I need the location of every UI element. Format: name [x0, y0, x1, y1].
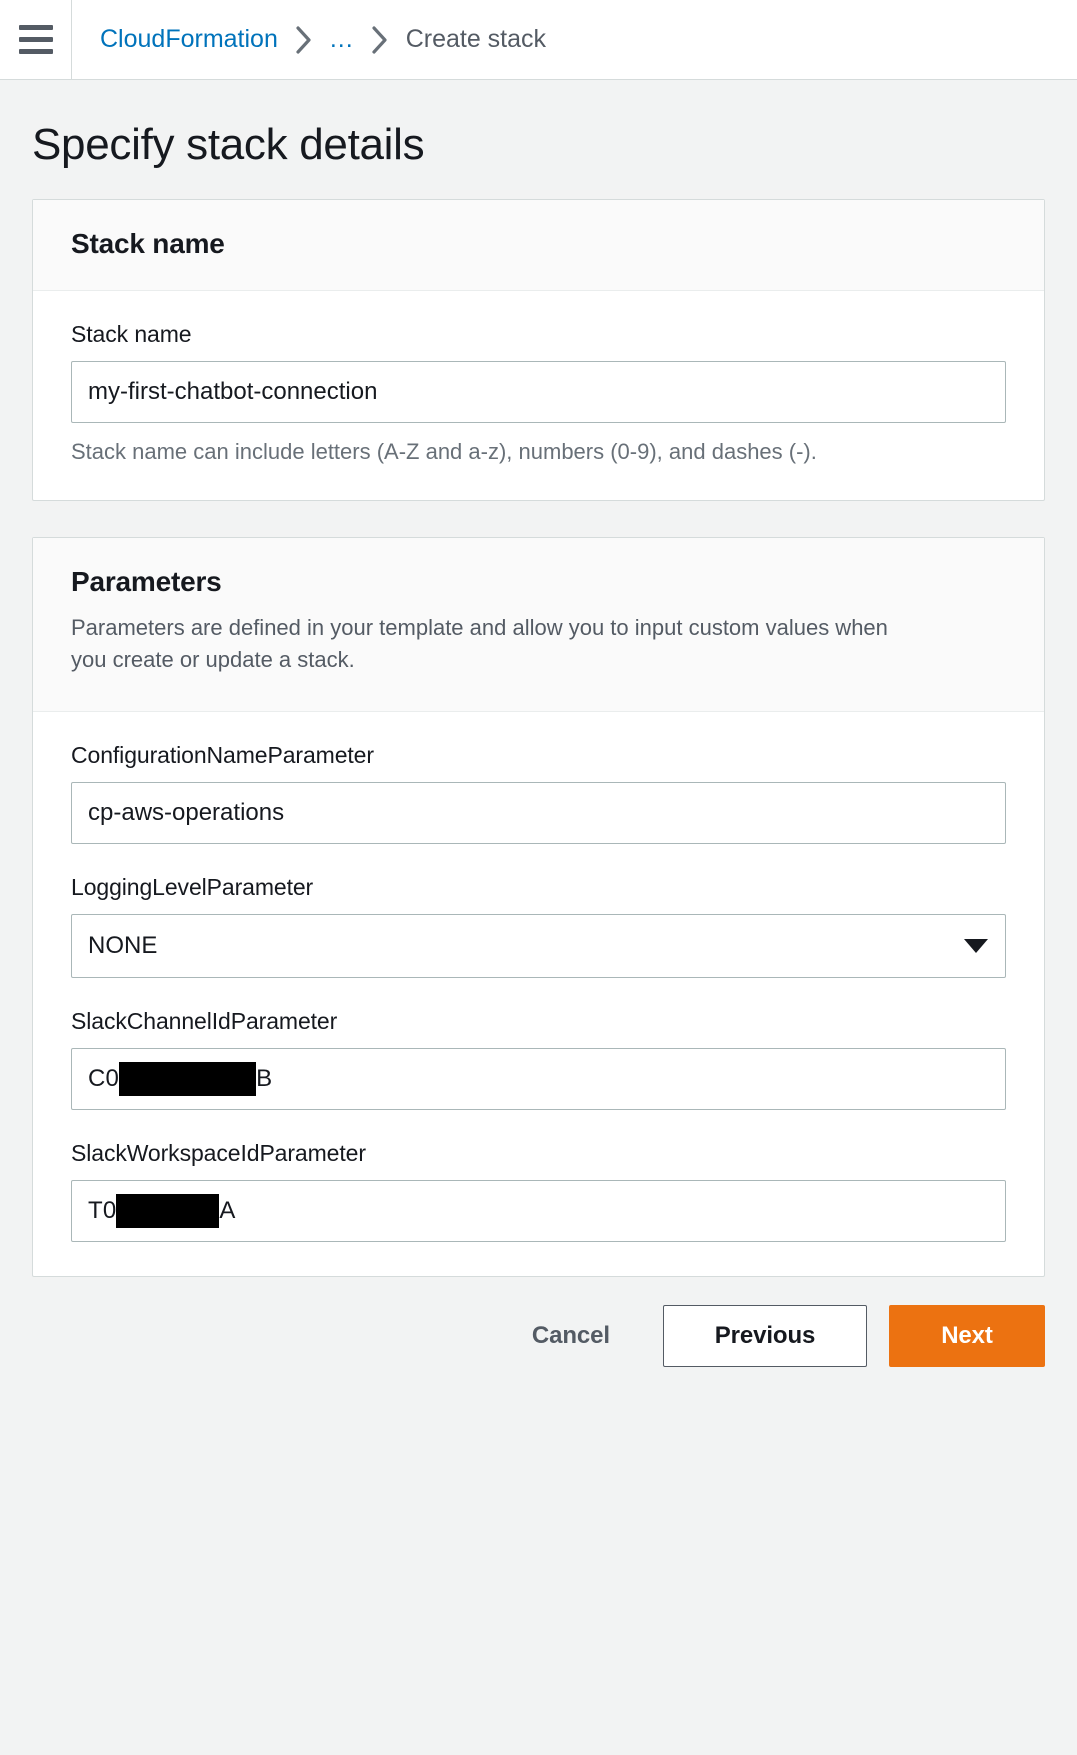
stack-name-card-header: Stack name — [33, 199, 1044, 291]
parameters-card-title: Parameters — [71, 566, 222, 598]
logging-level-parameter-field: LoggingLevelParameter NONE — [71, 874, 1006, 978]
parameters-card-header: Parameters Parameters are defined in you… — [33, 538, 1044, 712]
form-actions: Cancel Previous Next — [0, 1277, 1077, 1367]
slack-channel-id-prefix: C0 — [88, 1064, 120, 1092]
stack-name-card: Stack name Stack name Stack name can inc… — [32, 198, 1045, 502]
breadcrumb: CloudFormation ... Create stack — [72, 25, 546, 55]
page-content: Specify stack details Stack name Stack n… — [0, 80, 1077, 1755]
chevron-right-icon — [370, 25, 390, 55]
redaction-bar — [119, 1061, 257, 1096]
slack-channel-id-parameter-label: SlackChannelIdParameter — [71, 1007, 338, 1034]
stack-name-card-body: Stack name Stack name can include letter… — [33, 291, 1044, 501]
hamburger-bar — [18, 37, 53, 42]
stack-name-input[interactable] — [71, 360, 1006, 423]
slack-channel-id-value: C0 B — [88, 1061, 273, 1096]
stack-name-hint: Stack name can include letters (A-Z and … — [71, 438, 817, 464]
slack-channel-id-suffix: B — [256, 1064, 273, 1092]
hamburger-menu-icon[interactable] — [0, 0, 72, 80]
parameters-card: Parameters Parameters are defined in you… — [32, 537, 1045, 1277]
parameters-card-body: ConfigurationNameParameter LoggingLevelP… — [33, 712, 1044, 1276]
slack-workspace-id-parameter-label: SlackWorkspaceIdParameter — [71, 1139, 366, 1166]
logging-level-parameter-select-wrapper: NONE — [71, 913, 1006, 978]
next-button[interactable]: Next — [889, 1304, 1045, 1367]
cancel-button[interactable]: Cancel — [501, 1305, 641, 1367]
page-title: Specify stack details — [32, 120, 425, 169]
slack-workspace-id-value: T0 A — [88, 1193, 236, 1228]
configuration-name-parameter-input[interactable] — [71, 781, 1006, 844]
logging-level-parameter-selected-value: NONE — [88, 931, 158, 959]
stack-name-card-title: Stack name — [71, 227, 225, 259]
parameters-card-description: Parameters are defined in your template … — [71, 615, 888, 672]
configuration-name-parameter-field: ConfigurationNameParameter — [71, 742, 1006, 844]
breadcrumb-item-cloudformation[interactable]: CloudFormation — [100, 25, 278, 53]
stack-name-label: Stack name — [71, 320, 192, 347]
breadcrumb-item-ellipsis[interactable]: ... — [329, 25, 354, 53]
stack-name-field: Stack name Stack name can include letter… — [71, 321, 1006, 467]
slack-channel-id-parameter-input[interactable]: C0 B — [71, 1047, 1006, 1110]
hamburger-bar — [18, 25, 53, 30]
hamburger-bar — [18, 49, 53, 54]
redaction-bar — [116, 1193, 220, 1228]
chevron-right-icon — [294, 25, 314, 55]
slack-channel-id-parameter-field: SlackChannelIdParameter C0 B — [71, 1008, 1006, 1110]
logging-level-parameter-select[interactable]: NONE — [71, 913, 1006, 978]
logging-level-parameter-label: LoggingLevelParameter — [71, 873, 314, 900]
slack-workspace-id-parameter-field: SlackWorkspaceIdParameter T0 A — [71, 1140, 1006, 1242]
slack-workspace-id-prefix: T0 — [88, 1196, 117, 1224]
top-navigation-bar: CloudFormation ... Create stack — [0, 0, 1077, 80]
configuration-name-parameter-label: ConfigurationNameParameter — [71, 741, 374, 768]
breadcrumb-item-create-stack: Create stack — [405, 25, 547, 53]
slack-workspace-id-suffix: A — [219, 1196, 236, 1224]
slack-workspace-id-parameter-input[interactable]: T0 A — [71, 1179, 1006, 1242]
previous-button[interactable]: Previous — [663, 1304, 867, 1367]
